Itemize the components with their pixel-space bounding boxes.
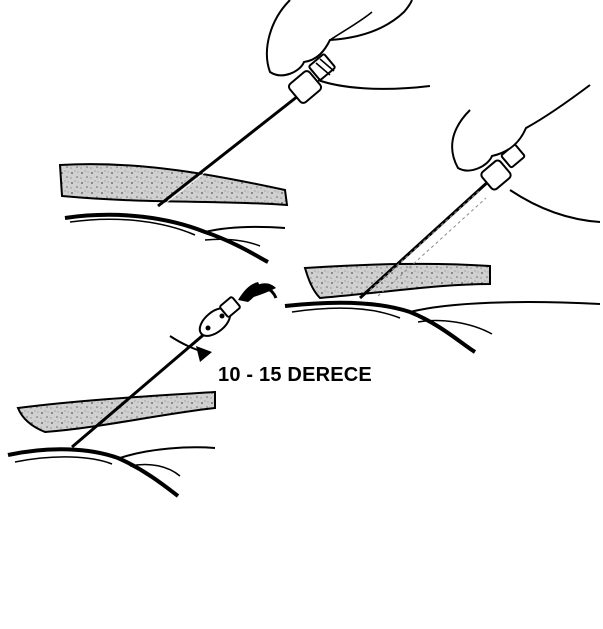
tissue-layer (60, 164, 287, 205)
tissue-layer (18, 392, 215, 432)
dura-layer (8, 449, 178, 496)
tissue-layer (305, 264, 490, 298)
panel-needle-rotation (8, 282, 276, 496)
angle-label: 10 - 15 DERECE (218, 364, 372, 387)
panel-needle-advance (285, 85, 600, 352)
fingers (267, 0, 412, 75)
needle (72, 325, 215, 447)
needle-hub (195, 296, 241, 341)
dura-layer (65, 215, 268, 262)
panel-needle-insertion (60, 0, 430, 262)
